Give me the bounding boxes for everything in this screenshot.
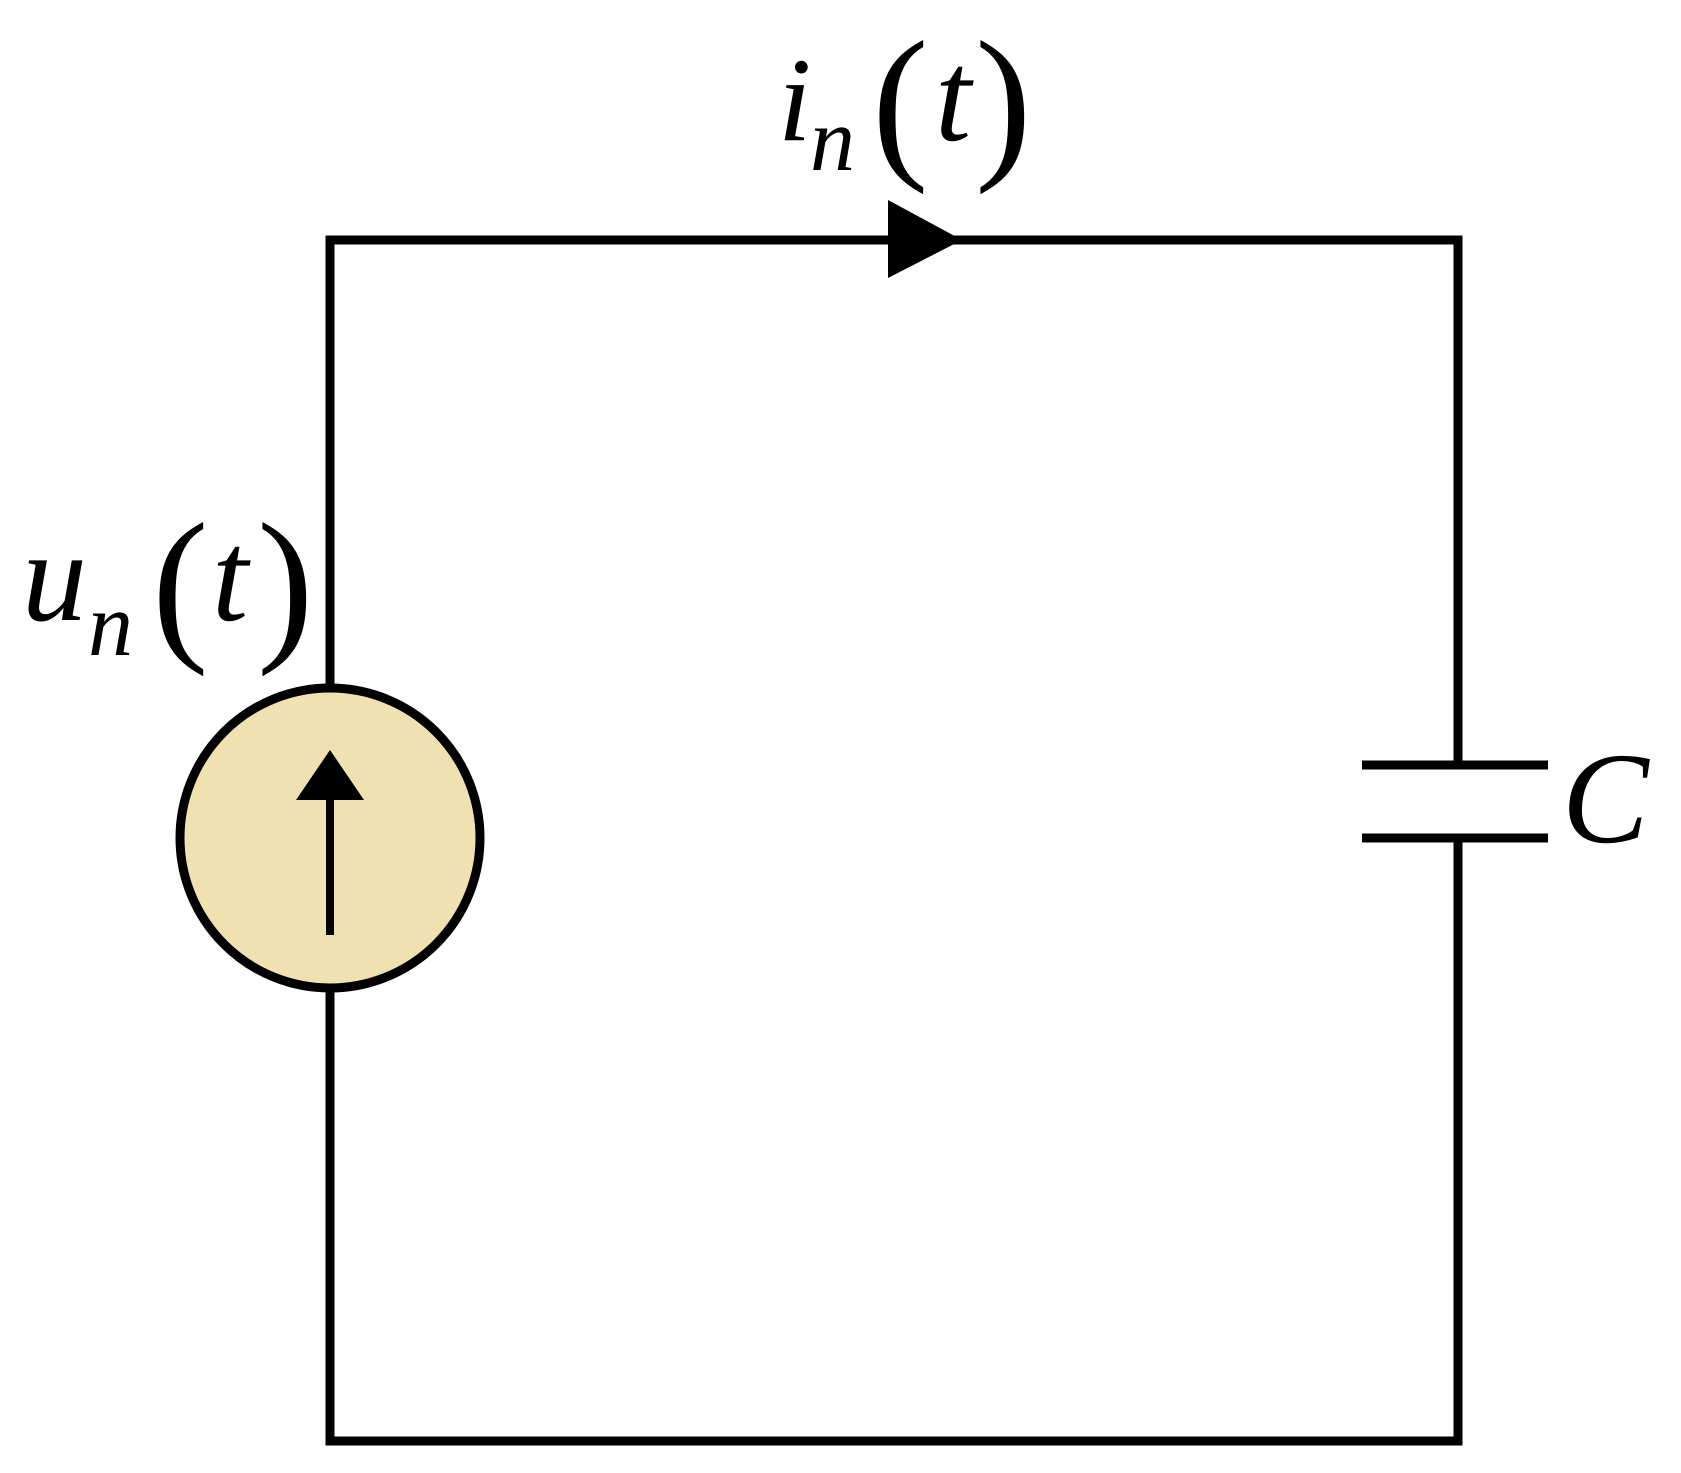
- source-symbol: u: [22, 505, 87, 649]
- source-label: u n ( t ): [22, 489, 314, 677]
- current-subscript: n: [810, 91, 855, 190]
- source-open-paren: (: [152, 489, 209, 677]
- right-pointing-triangle-icon: [888, 200, 962, 278]
- source-subscript: n: [88, 576, 133, 675]
- current-open-paren: (: [872, 7, 929, 195]
- circuit-wires: [325, 235, 1463, 1446]
- current-symbol: i: [778, 33, 811, 166]
- voltage-source: [175, 683, 485, 993]
- source-close-paren: ): [257, 489, 314, 677]
- current-close-paren: ): [975, 7, 1032, 195]
- voltage-source-arrowhead-icon: [296, 750, 364, 800]
- current-argument: t: [935, 25, 974, 169]
- capacitor-label: C: [1562, 727, 1650, 871]
- capacitor: [1362, 760, 1548, 843]
- source-argument: t: [212, 505, 251, 649]
- current-label: i n ( t ): [778, 7, 1032, 195]
